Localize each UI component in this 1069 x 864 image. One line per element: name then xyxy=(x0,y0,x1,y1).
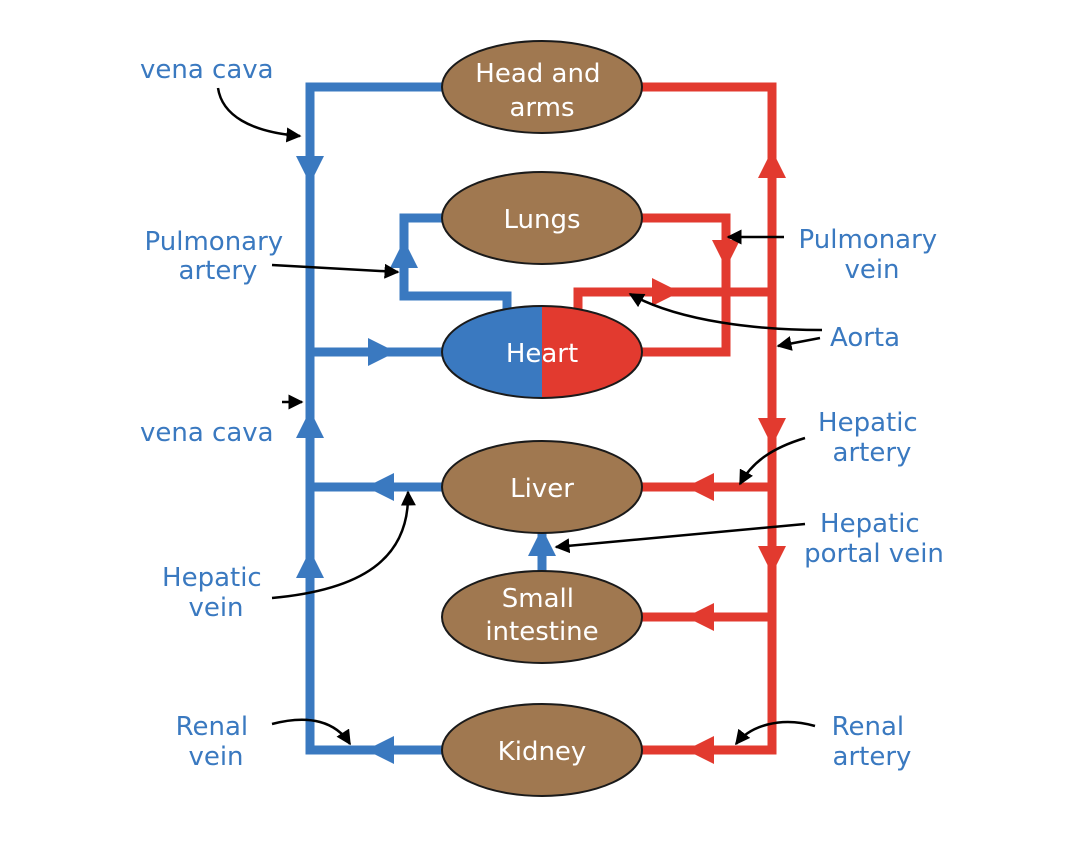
head-arms-organ xyxy=(441,40,643,134)
aorta-arch-vessel xyxy=(573,287,772,312)
vena-cava-top-pointer xyxy=(216,87,302,143)
aorta-main-vessel xyxy=(642,82,777,755)
head-arms-label: Head and arms xyxy=(475,59,608,123)
aorta-main-pointer xyxy=(776,336,821,351)
superior-vena-cava-vessel xyxy=(305,82,442,352)
flow-arrow xyxy=(296,550,324,578)
inferior-vena-cava-vessel xyxy=(305,352,442,755)
hepatic-artery-label: Hepatic artery xyxy=(818,408,926,468)
flow-arrow xyxy=(758,150,786,178)
renal-vein-pointer xyxy=(271,718,352,746)
aorta-arch-pointer xyxy=(628,292,823,332)
hepatic-vein-pointer xyxy=(271,490,416,600)
flow-arrow xyxy=(686,736,714,764)
aorta-label: Aorta xyxy=(830,323,900,353)
renal-artery-pointer xyxy=(735,720,816,746)
lungs-organ xyxy=(441,171,643,265)
lungs-label: Lungs xyxy=(503,205,580,235)
vena-cava-bottom-label: vena cava xyxy=(140,418,274,448)
pointer-arrows xyxy=(216,87,823,746)
pulmonary-vein-vessel xyxy=(642,213,731,357)
small-intestine-label: Small intestine xyxy=(485,584,598,647)
flow-arrow xyxy=(528,528,556,556)
flow-arrow xyxy=(366,736,394,764)
flow-arrow xyxy=(686,473,714,501)
vessel-labels-right: Pulmonary vein Aorta Hepatic artery Hepa… xyxy=(799,225,946,772)
flow-arrow xyxy=(296,156,324,184)
vessel-labels-left: vena cava Pulmonary artery vena cava Hep… xyxy=(140,55,292,772)
pulmonary-vein-label: Pulmonary vein xyxy=(799,225,946,285)
liver-organ xyxy=(441,440,643,534)
flow-arrow xyxy=(296,410,324,438)
flow-arrow xyxy=(366,473,394,501)
flow-arrow xyxy=(686,603,714,631)
pulmonary-artery-vessel xyxy=(399,213,512,312)
flow-arrow xyxy=(758,418,786,446)
small-intestine-organ xyxy=(441,570,643,664)
organs xyxy=(441,40,643,797)
renal-artery-label: Renal artery xyxy=(832,712,913,772)
flow-arrow xyxy=(758,546,786,574)
renal-vein-label: Renal vein xyxy=(176,712,257,772)
vena-cava-top-label: vena cava xyxy=(140,55,274,85)
kidney-organ xyxy=(441,703,643,797)
flow-arrow xyxy=(390,240,418,268)
flow-arrows xyxy=(296,150,786,764)
organ-labels: Head and arms Lungs Heart Liver Small in… xyxy=(475,59,608,767)
pulmonary-artery-label: Pulmonary artery xyxy=(145,227,292,286)
flow-arrow xyxy=(368,338,396,366)
liver-label: Liver xyxy=(510,474,574,504)
hepatic-portal-vein-label: Hepatic portal vein xyxy=(804,509,944,569)
hepatic-artery-pointer xyxy=(738,436,806,486)
flow-arrow xyxy=(652,278,680,306)
flow-arrow xyxy=(712,240,740,268)
hepatic-portal-vein-pointer xyxy=(554,522,806,554)
hepatic-vein-label: Hepatic vein xyxy=(162,563,270,623)
pulmonary-artery-pointer xyxy=(271,263,400,279)
kidney-label: Kidney xyxy=(498,737,587,767)
heart-label: Heart xyxy=(506,339,578,369)
